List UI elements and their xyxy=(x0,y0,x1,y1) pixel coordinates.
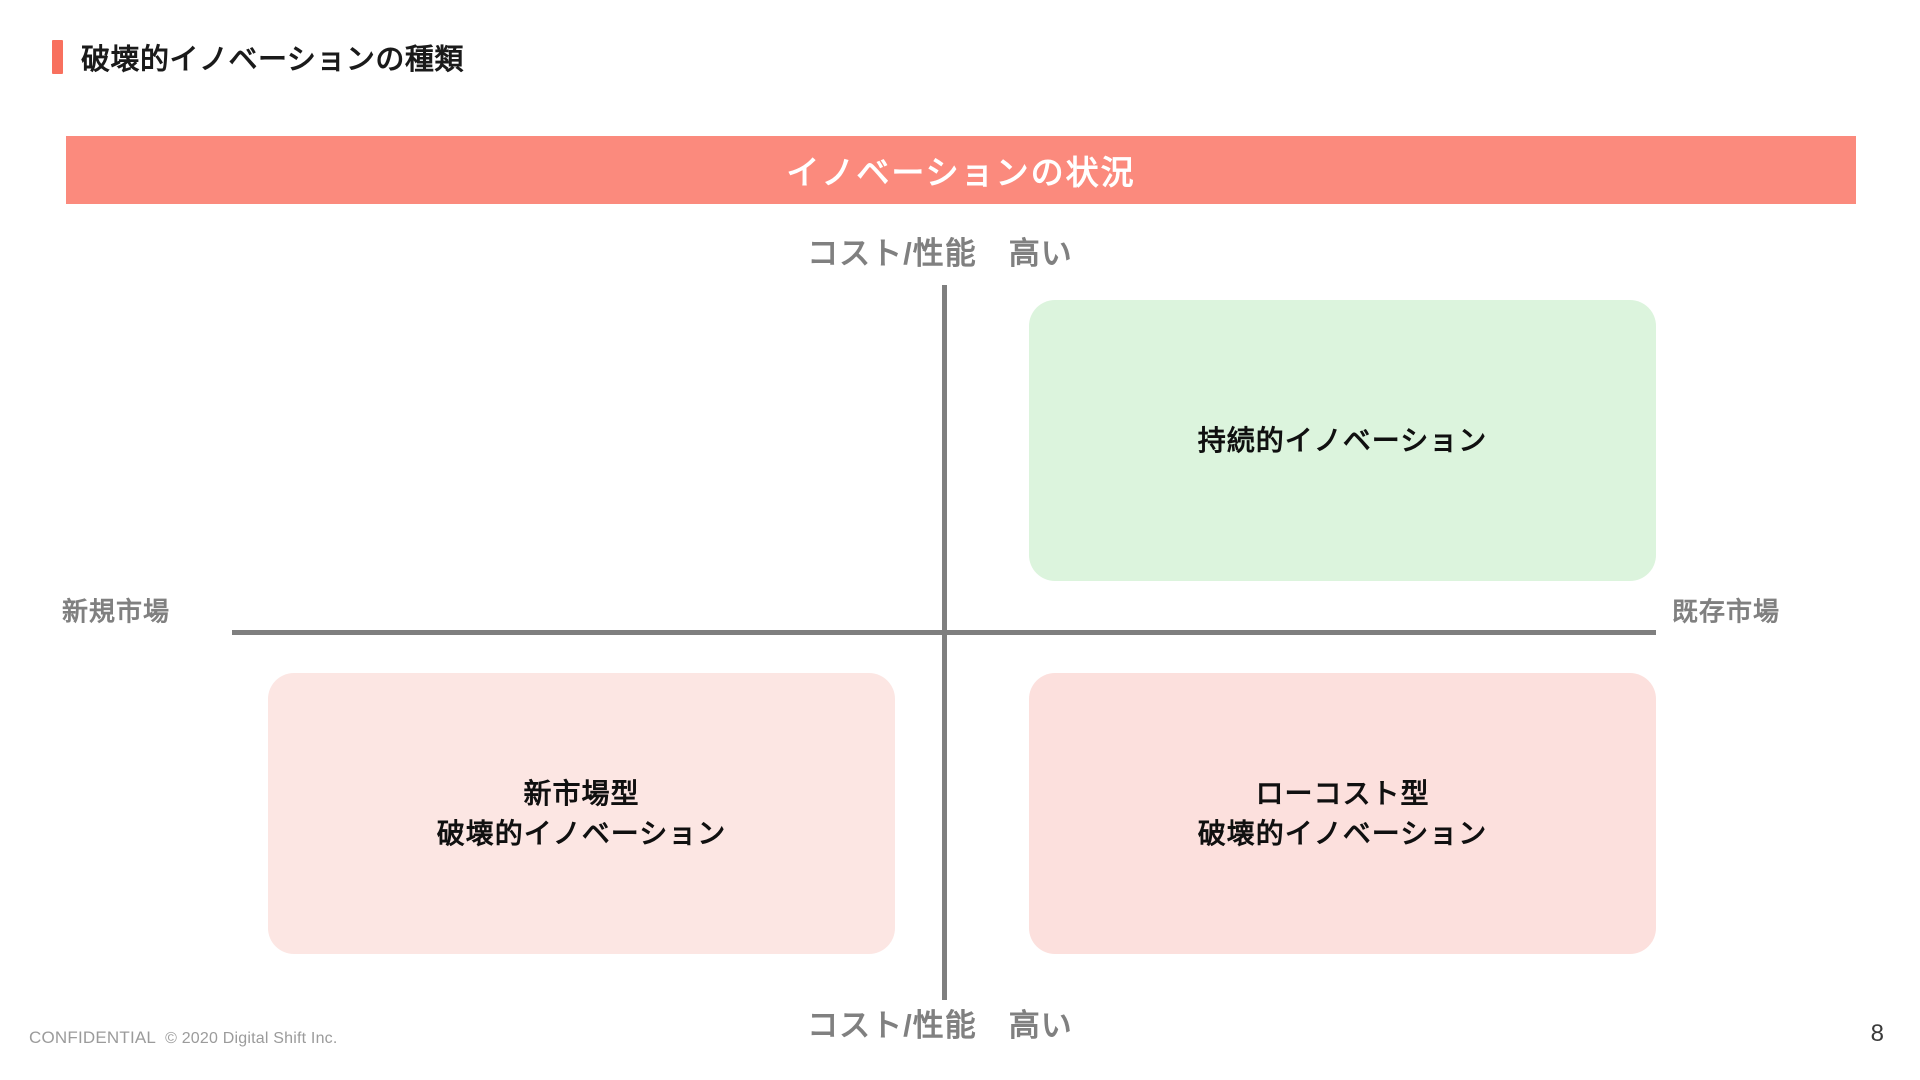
footer: CONFIDENTIAL © 2020 Digital Shift Inc. xyxy=(29,1028,338,1048)
quadrant-card-sustaining: 持続的イノベーション xyxy=(1029,300,1656,581)
vertical-axis-line xyxy=(942,285,947,1000)
axis-label-right: 既存市場 xyxy=(1672,596,1781,627)
page-title: 破壊的イノベーションの種類 xyxy=(52,36,464,78)
footer-confidential-label: CONFIDENTIAL xyxy=(29,1028,157,1047)
quadrant-card-low-cost-label: ローコスト型 破壊的イノベーション xyxy=(1197,777,1488,849)
quadrant-card-sustaining-label: 持続的イノベーション xyxy=(1197,424,1488,456)
title-accent-bar-icon xyxy=(52,40,63,74)
section-banner-label: イノベーションの状況 xyxy=(786,154,1136,191)
section-banner: イノベーションの状況 xyxy=(66,136,1856,204)
page-title-text: 破壊的イノベーションの種類 xyxy=(81,44,464,76)
axis-label-left: 新規市場 xyxy=(62,596,171,627)
quadrant-card-new-market-label: 新市場型 破壊的イノベーション xyxy=(436,777,727,849)
quadrant-card-new-market: 新市場型 破壊的イノベーション xyxy=(268,673,895,954)
footer-copyright-label: © 2020 Digital Shift Inc. xyxy=(165,1030,338,1047)
quadrant-card-low-cost: ローコスト型 破壊的イノベーション xyxy=(1029,673,1656,954)
page-number: 8 xyxy=(1870,1020,1884,1047)
horizontal-axis-line xyxy=(232,630,1656,635)
axis-label-top: コスト/性能 高い xyxy=(807,236,1073,271)
